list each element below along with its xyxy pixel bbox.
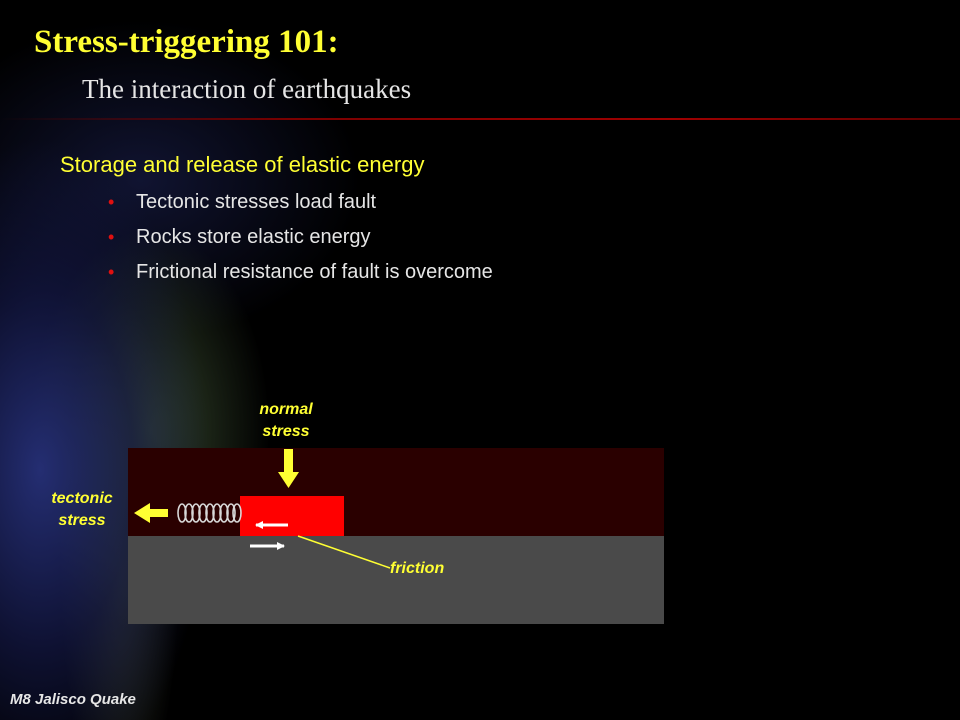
sliding-block (240, 496, 344, 536)
bullet-dot-icon: • (108, 192, 115, 212)
bullet-dot-icon: • (108, 227, 115, 247)
upper-crust-layer (128, 448, 664, 536)
friction-label: friction (390, 560, 445, 577)
slide-title: Stress-triggering 101: (34, 24, 339, 60)
friction-pointer-line (297, 535, 391, 569)
normal-stress-label: normal stress (250, 399, 322, 443)
slip-arrow-icon (250, 521, 288, 550)
section-heading: Storage and release of elastic energy (60, 152, 425, 177)
tectonic-stress-arrow-icon (134, 503, 168, 523)
spring-icon (177, 503, 242, 523)
title-divider (0, 118, 960, 120)
slide-subtitle: The interaction of earthquakes (82, 74, 412, 104)
tectonic-stress-label-line: stress (58, 512, 106, 529)
tectonic-stress-label: tectonic stress (40, 488, 124, 532)
normal-stress-label-line: stress (262, 423, 310, 440)
bullet-item: • Rocks store elastic energy (108, 223, 493, 258)
bullet-list: • Tectonic stresses load fault • Rocks s… (108, 188, 493, 293)
bullet-text: Tectonic stresses load fault (136, 191, 377, 213)
bullet-text: Rocks store elastic energy (136, 226, 371, 248)
bullet-text: Frictional resistance of fault is overco… (136, 261, 493, 283)
footer-caption: M8 Jalisco Quake (10, 691, 136, 708)
tectonic-stress-label-line: tectonic (51, 490, 113, 507)
bullet-item: • Frictional resistance of fault is over… (108, 258, 493, 293)
bullet-item: • Tectonic stresses load fault (108, 188, 493, 223)
bullet-dot-icon: • (108, 262, 115, 282)
lower-crust-layer (128, 536, 664, 624)
normal-stress-label-line: normal (259, 401, 313, 418)
normal-stress-arrow-icon (278, 449, 299, 488)
